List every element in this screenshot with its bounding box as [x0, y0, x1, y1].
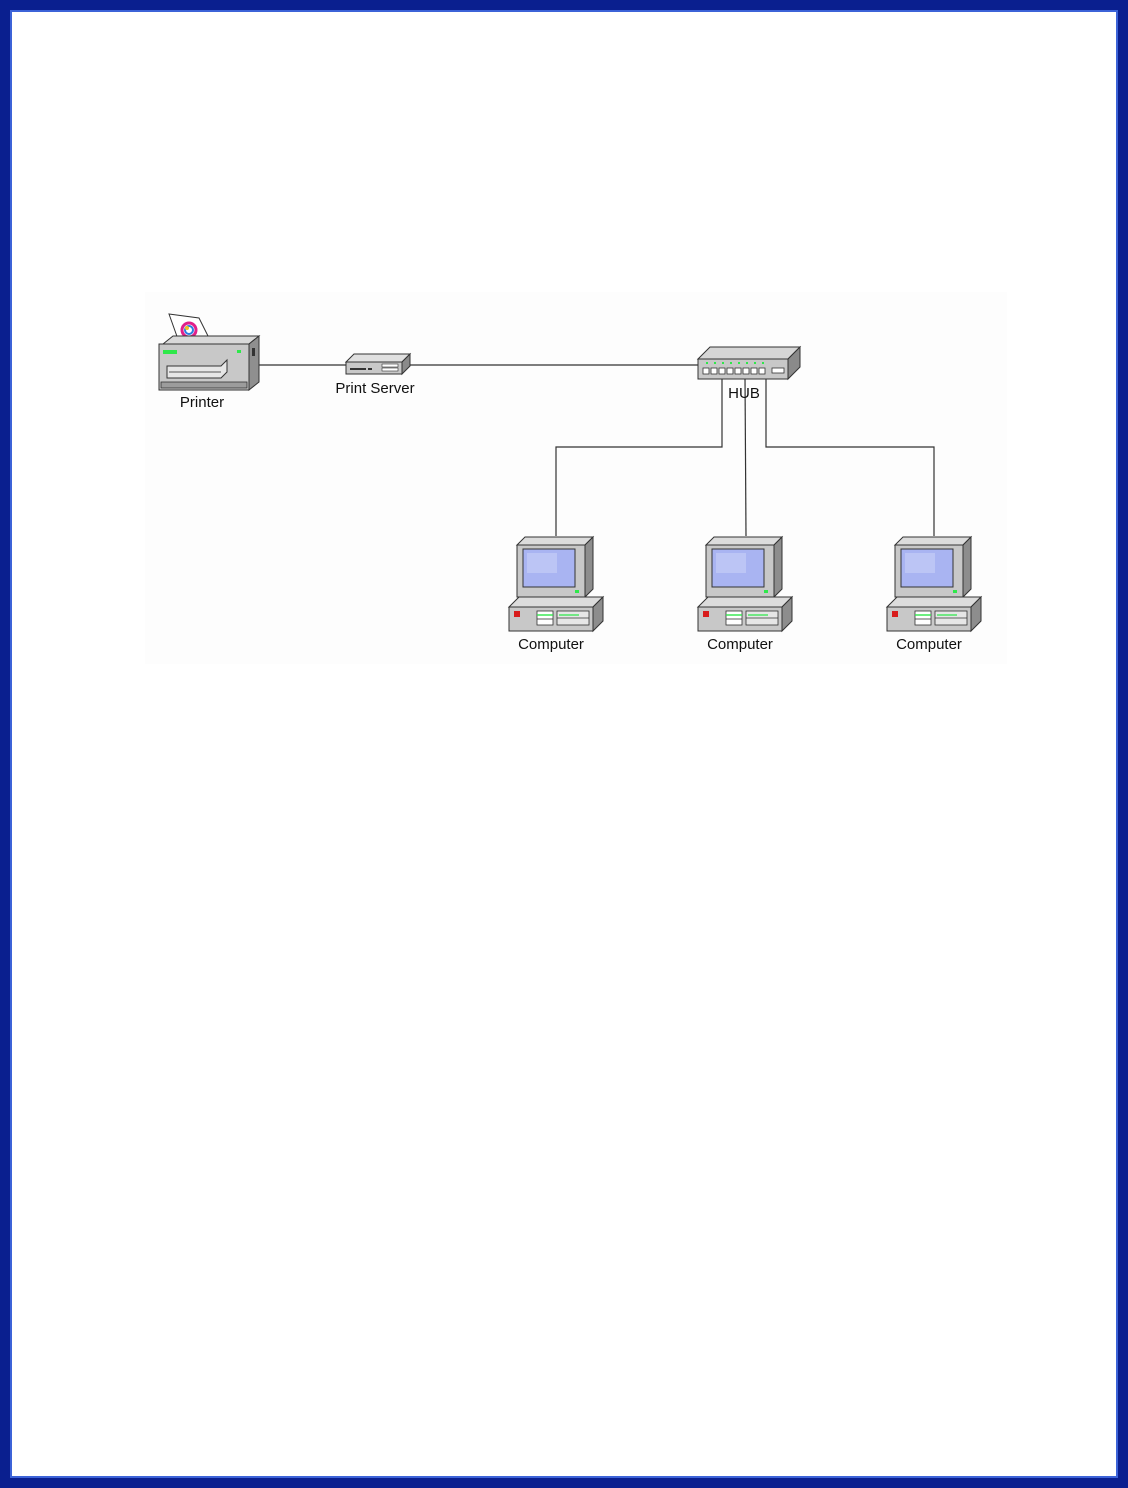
- diagram-canvas: [145, 292, 1007, 664]
- desktop-computer-icon: [509, 537, 603, 631]
- computer-label-2: Computer: [707, 636, 773, 653]
- computer-label-1: Computer: [518, 636, 584, 653]
- print-server-label: Print Server: [335, 380, 414, 397]
- printer-label: Printer: [180, 394, 224, 411]
- print-server-icon: [346, 354, 410, 374]
- link-hub-computer-3: [766, 377, 934, 536]
- printer-icon: [159, 314, 259, 390]
- network-hub-icon: [698, 347, 800, 379]
- document-page: Printer Print Server HUB Computer Comput…: [12, 12, 1116, 1476]
- hub-label: HUB: [728, 385, 760, 402]
- computer-label-3: Computer: [896, 636, 962, 653]
- network-diagram: Printer Print Server HUB Computer Comput…: [145, 292, 1007, 664]
- link-hub-computer-1: [556, 377, 722, 536]
- desktop-computer-icon: [698, 537, 792, 631]
- desktop-computer-icon: [887, 537, 981, 631]
